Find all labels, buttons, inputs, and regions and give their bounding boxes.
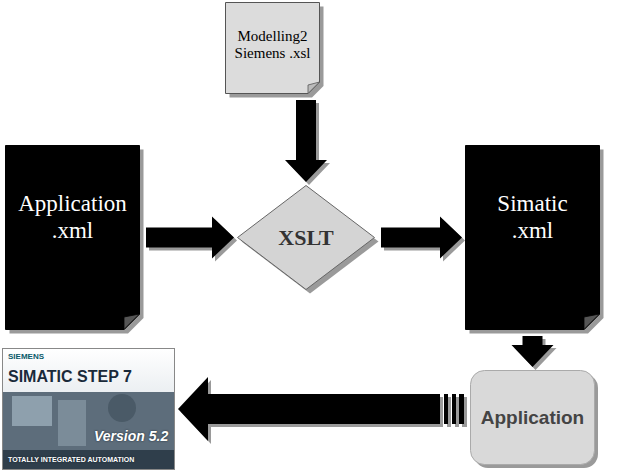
text-holder: Application .xml [15, 191, 130, 244]
document-shape [466, 146, 600, 330]
node-label: Modelling2 Siemens .xsl [233, 28, 312, 63]
arrow-body [381, 217, 462, 259]
block-arrow [178, 377, 467, 444]
folded-corner [584, 314, 600, 330]
arrow-tail-bar [444, 394, 448, 424]
document-shape [226, 3, 320, 94]
version-label: Version 5.2 [94, 428, 168, 444]
block-arrow [381, 217, 465, 262]
block-arrow [512, 336, 557, 370]
folded-corner [308, 82, 320, 94]
node-label: Application .xml [15, 191, 130, 244]
text-holder: Modelling2 Siemens .xsl [233, 28, 312, 63]
slogan: TOTALLY INTEGRATED AUTOMATION [8, 456, 134, 463]
node-label: XSLT [269, 225, 343, 250]
step7-splash-screen: SIEMENS SIMATIC STEP 7 Version 5.2TOTALLY … [2, 348, 175, 470]
xslt-diamond: XSLT [237, 185, 375, 290]
arrow-tail-bar [452, 394, 456, 424]
splash-band [2, 450, 175, 470]
block-arrow [146, 217, 237, 262]
arrow-body [285, 100, 327, 182]
input-document: Application .xml [5, 145, 140, 330]
splash-artwork [2, 348, 175, 470]
block-arrow [285, 100, 330, 185]
brand-name: SIEMENS [8, 352, 44, 361]
rounded-shape [471, 371, 595, 465]
arrow-tail-bar [459, 394, 464, 424]
arrow-body [512, 336, 554, 367]
node-label: Simatic .xml [481, 191, 584, 244]
photo-shape [12, 396, 52, 426]
text-holder: Version 5.2 [94, 428, 168, 444]
diamond-shape [238, 186, 375, 290]
splash-ground [2, 348, 175, 470]
photo-shape [108, 394, 136, 422]
application-box: Application [470, 370, 595, 465]
product-name: SIMATIC STEP 7 [8, 368, 132, 386]
folded-corner [124, 314, 140, 330]
arrow-body [146, 217, 234, 259]
text-holder: Application [478, 407, 587, 429]
stylesheet-document: Modelling2 Siemens .xsl [225, 2, 320, 94]
text-holder: Simatic .xml [481, 191, 584, 244]
splash-border [3, 349, 175, 470]
text-holder: SIMATIC STEP 7 [8, 368, 132, 386]
document-shape [6, 146, 140, 330]
output-document: Simatic .xml [465, 145, 600, 330]
node-label: Application [478, 407, 587, 429]
photo-shape [58, 400, 86, 446]
photo-area [2, 392, 175, 450]
text-holder: TOTALLY INTEGRATED AUTOMATION [8, 456, 134, 463]
text-holder: XSLT [269, 225, 343, 250]
text-holder: SIEMENS [8, 352, 44, 361]
arrow-body [178, 377, 440, 441]
